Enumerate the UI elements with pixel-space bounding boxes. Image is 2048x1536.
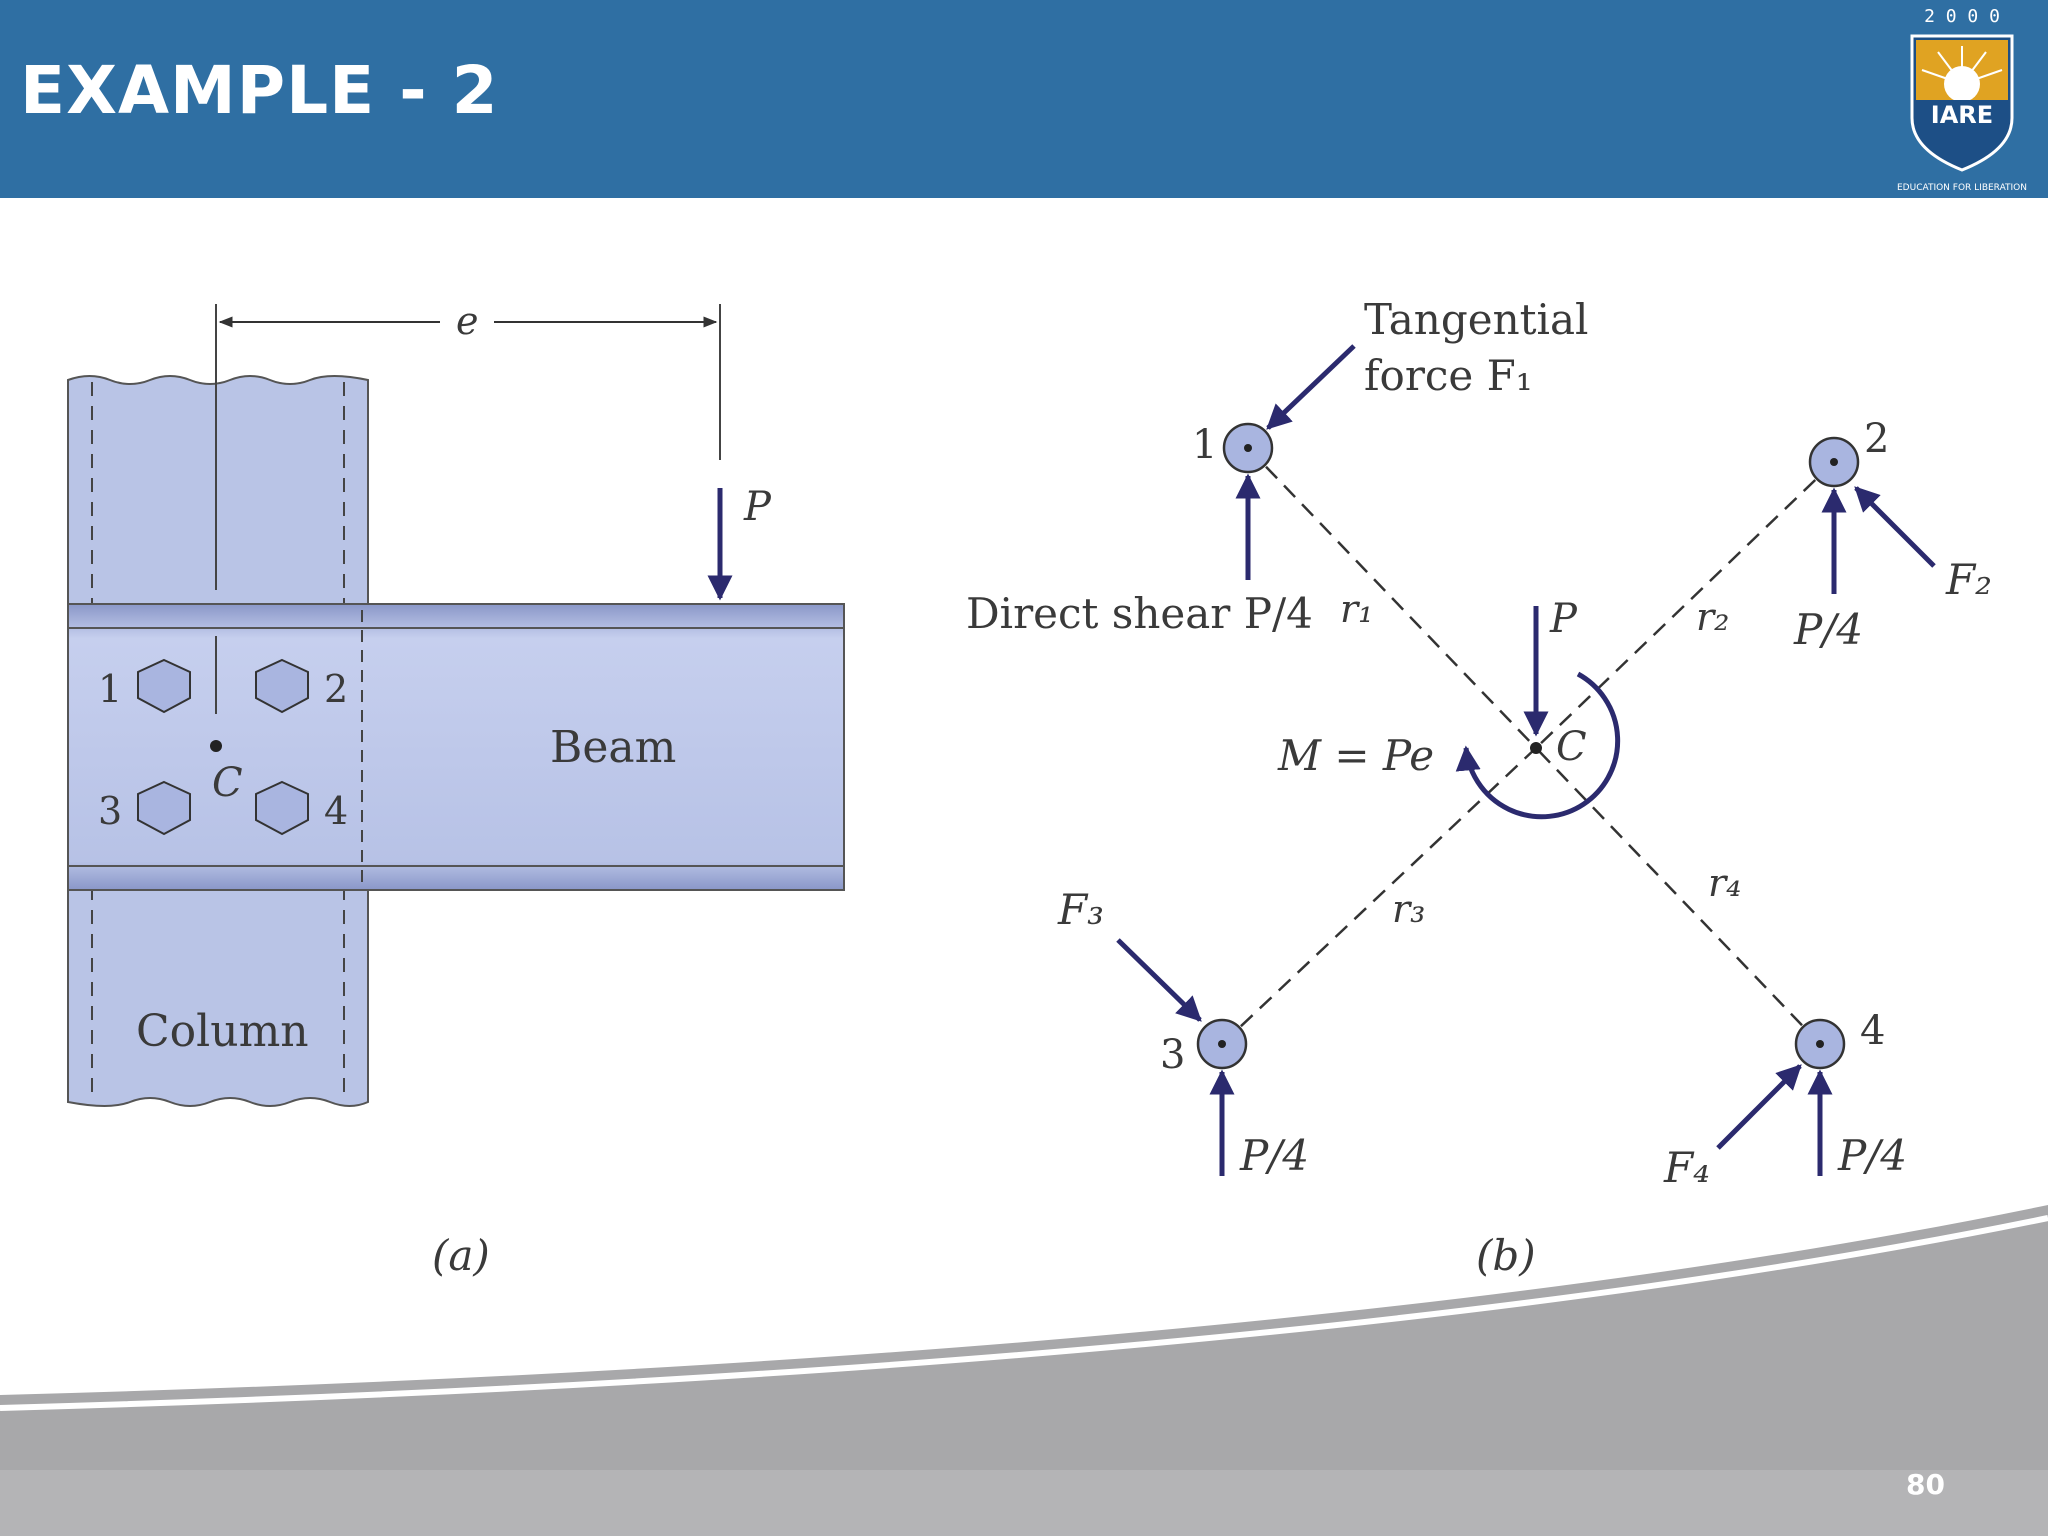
slide-header bbox=[0, 0, 2048, 198]
tangential-label-line2: force F₁ bbox=[1364, 351, 1533, 400]
bolt-circle-3 bbox=[1196, 1018, 1248, 1070]
bolt-b-label-1: 1 bbox=[1192, 422, 1217, 468]
slide-title: EXAMPLE - 2 bbox=[20, 52, 499, 129]
bolt-1 bbox=[137, 658, 191, 714]
beam-label: Beam bbox=[550, 722, 676, 773]
footer-highlight bbox=[0, 1215, 2048, 1411]
tangential-arrow-4 bbox=[1716, 1064, 1802, 1150]
iare-logo: 2 0 0 0 IARE EDUCATION FOR LIBERATION bbox=[1897, 6, 2027, 193]
tangential-arrow-3 bbox=[1116, 938, 1202, 1022]
page-number: 80 bbox=[1906, 1468, 1945, 1501]
centroid-a bbox=[210, 740, 222, 752]
force-label-4: F₄ bbox=[1663, 1143, 1710, 1192]
bolt-4 bbox=[255, 780, 309, 836]
logo-name: IARE bbox=[1931, 101, 1993, 129]
figure-a: 1 2 3 4 C e P Beam Column (a) bbox=[67, 299, 845, 1280]
direct-shear-label: Direct shear P/4 bbox=[966, 589, 1313, 638]
centroid-label-a: C bbox=[212, 760, 243, 806]
force-label-2: F₂ bbox=[1945, 555, 1992, 604]
logo-motto: EDUCATION FOR LIBERATION bbox=[1897, 183, 2027, 193]
radius-label-3: r₃ bbox=[1392, 887, 1425, 931]
shear-label-4: P/4 bbox=[1837, 1131, 1907, 1180]
shear-label-3: P/4 bbox=[1239, 1131, 1309, 1180]
bolt-label-3: 3 bbox=[98, 789, 122, 833]
force-label-3: F₃ bbox=[1057, 885, 1104, 934]
bolt-label-4: 4 bbox=[324, 789, 348, 833]
load-label-b: P bbox=[1549, 596, 1578, 642]
dimension-e-label: e bbox=[456, 299, 479, 343]
bolt-circle-4 bbox=[1794, 1018, 1846, 1070]
tangential-arrow-2 bbox=[1854, 486, 1936, 568]
shear-label-2: P/4 bbox=[1793, 605, 1863, 654]
centroid-label-b: C bbox=[1556, 724, 1587, 770]
bolt-circle-2 bbox=[1808, 436, 1860, 488]
bolt-label-2: 2 bbox=[324, 667, 348, 711]
load-label-a: P bbox=[743, 484, 772, 530]
column-label: Column bbox=[136, 1006, 309, 1057]
radius-label-2: r₂ bbox=[1696, 595, 1729, 639]
radius-label-4: r₄ bbox=[1708, 861, 1741, 905]
bolt-2 bbox=[255, 658, 309, 714]
figure-b: 1 2 3 4 C P M = Pe r₁ r₂ r₃ r₄ Tangentia… bbox=[966, 295, 1992, 1280]
radius-label-1: r₁ bbox=[1340, 587, 1373, 631]
bolt-b-label-3: 3 bbox=[1160, 1032, 1185, 1078]
tangential-label-line1: Tangential bbox=[1364, 295, 1588, 344]
moment-label: M = Pe bbox=[1277, 731, 1434, 780]
bolt-circle-1 bbox=[1222, 422, 1274, 474]
moment-arc bbox=[1455, 671, 1621, 820]
tangential-arrow-1 bbox=[1266, 344, 1356, 430]
bolt-label-1: 1 bbox=[98, 667, 122, 711]
beam bbox=[67, 603, 845, 891]
footer-band bbox=[0, 1205, 2048, 1536]
centroid-b bbox=[1530, 742, 1542, 754]
caption-b: (b) bbox=[1476, 1231, 1536, 1280]
bolt-b-label-2: 2 bbox=[1864, 416, 1889, 462]
caption-a: (a) bbox=[432, 1231, 490, 1280]
bolt-3 bbox=[137, 780, 191, 836]
logo-year: 2 0 0 0 bbox=[1924, 6, 2000, 27]
bolt-b-label-4: 4 bbox=[1860, 1008, 1885, 1054]
